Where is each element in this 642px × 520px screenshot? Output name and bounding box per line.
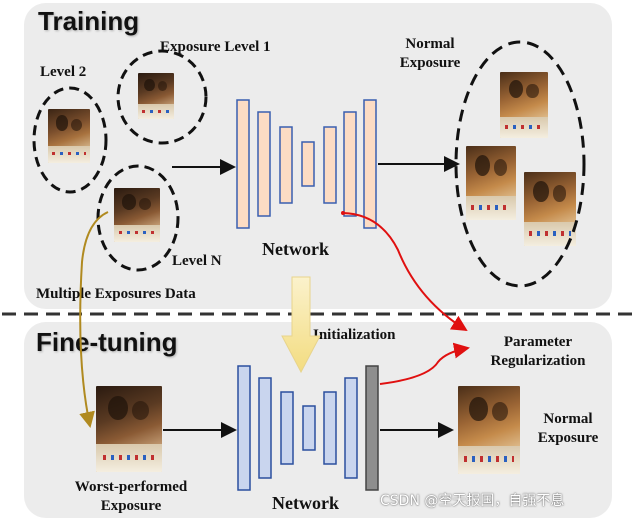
ellipse-exposure-level-1 — [116, 49, 208, 145]
red-arrow-start-dot — [341, 211, 345, 215]
olive-arrow-level-n-to-worst — [79, 211, 109, 428]
training-title: Training — [38, 6, 140, 36]
photo-exposure-level-1 — [138, 73, 174, 119]
photo-normal-exposure-3 — [524, 172, 576, 246]
photo-normal-exposure-1 — [500, 72, 548, 138]
training-network — [236, 99, 377, 229]
photo-level-2 — [48, 109, 90, 163]
photo-finetune-normal-exposure — [458, 386, 520, 474]
training-layer — [279, 126, 293, 204]
exposure-level-1-label: Exposure Level 1 — [160, 39, 271, 55]
initialization-arrow — [281, 276, 321, 374]
finetuning-network-label: Network — [272, 493, 339, 513]
multiple-exposures-label: Multiple Exposures Data — [36, 286, 196, 302]
photo-normal-exposure-2 — [466, 146, 516, 220]
red-arrow-training-to-regularization — [342, 212, 468, 332]
watermark: CSDN @空天报国，自强不息 — [380, 493, 565, 509]
training-layer — [236, 99, 250, 229]
finetune-layer — [344, 377, 358, 479]
training-layer — [257, 111, 271, 217]
worst-performed-label: Worst-performed Exposure — [74, 479, 188, 514]
photo-worst-performed — [96, 386, 162, 472]
finetune-layer — [302, 405, 316, 451]
ellipse-normal-exposures — [454, 40, 586, 288]
finetune-layer — [323, 391, 337, 465]
finetune-last-layer — [365, 365, 379, 491]
finetune-layer — [258, 377, 272, 479]
finetune-layer — [237, 365, 251, 491]
training-layer — [363, 99, 377, 229]
initialization-label: Initialization — [313, 327, 396, 343]
training-network-label: Network — [262, 239, 329, 259]
finetuning-normal-exposure-label: Normal Exposure — [537, 411, 599, 446]
finetune-network — [237, 365, 379, 491]
training-normal-exposure-label: Normal Exposure — [399, 36, 461, 71]
photo-level-n — [114, 188, 160, 242]
parameter-regularization-label: Parameter Regularization — [490, 334, 586, 369]
training-layer — [301, 141, 315, 187]
level-2-label: Level 2 — [40, 64, 87, 80]
finetune-layer — [280, 391, 294, 465]
level-n-label: Level N — [172, 253, 222, 269]
training-layer — [323, 126, 337, 204]
ellipse-level-2 — [32, 86, 108, 194]
ellipse-level-n — [96, 164, 180, 272]
training-layer — [343, 111, 357, 217]
red-arrow-finetune-to-regularization — [379, 342, 470, 385]
finetuning-title: Fine-tuning — [36, 327, 178, 357]
